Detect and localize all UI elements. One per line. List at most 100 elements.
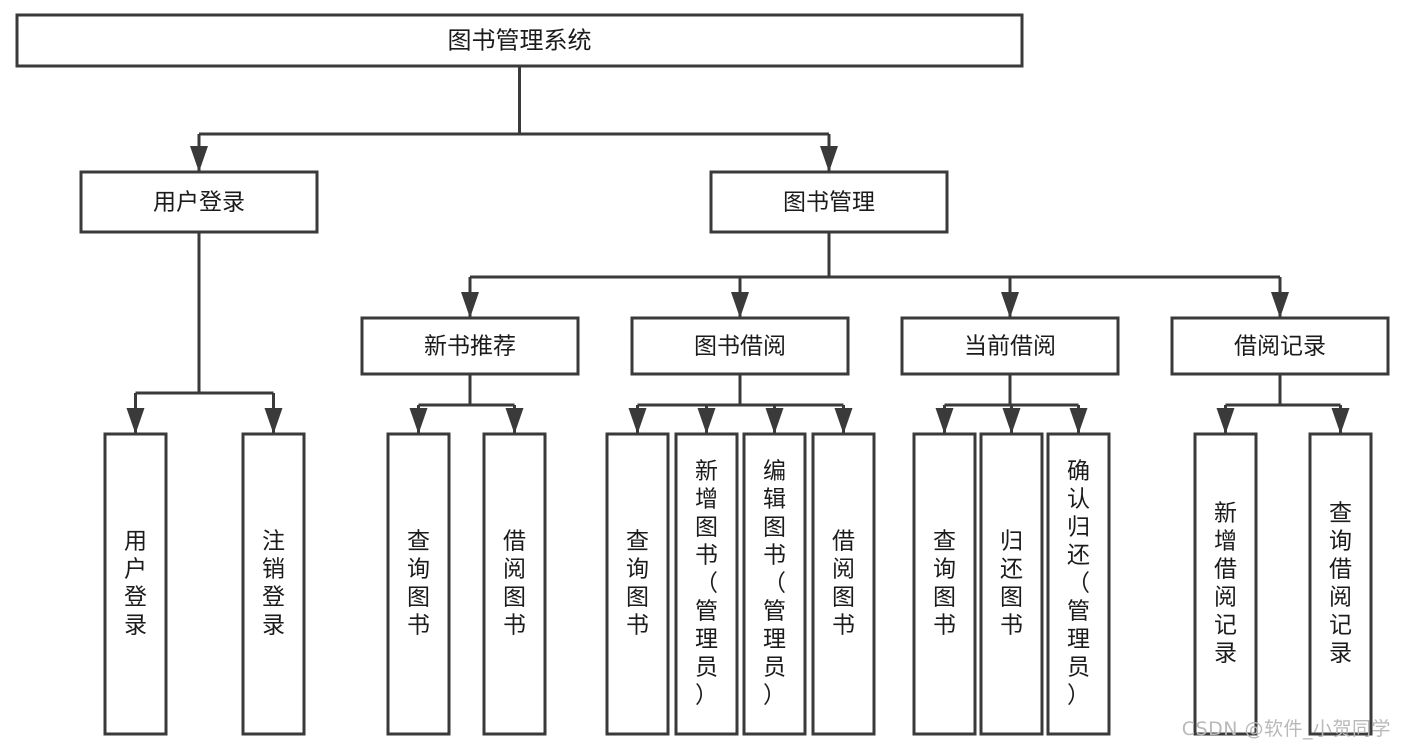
node-box-rect [15,13,1024,68]
arrow-head-icon-g3-1 [1331,408,1350,434]
node-label: 当前借阅 [964,334,1056,360]
node-label: 新书推荐 [424,334,516,360]
node-label-char: 用 [124,529,147,555]
arrow-head-icon-g1-1 [697,408,716,434]
node-label-char: 查 [407,529,430,555]
arrow-head-icon-g0-1 [505,408,524,434]
node-label-char: 新 [695,459,718,485]
arrow-head-icon-root-0 [190,146,208,172]
node-level2[interactable]: 图书管理 [709,170,949,234]
arrow-head-icon-books-1 [731,292,749,318]
node-level3[interactable]: 当前借阅 [900,316,1120,376]
node-box-rect [811,432,876,736]
node-label-char: 记 [1329,613,1352,639]
node-label-char: 书 [933,613,956,639]
node-label-char: 图 [407,585,430,611]
node-box-rect [630,316,850,376]
node-label-char: 询 [626,557,649,583]
node-box-rect [912,432,977,736]
node-label-char: 图 [695,515,718,541]
node-label-char: 阅 [503,557,526,583]
node-label-char: 询 [407,557,430,583]
node-root[interactable]: 图书管理系统 [15,13,1024,68]
node-box-rect [1046,432,1111,736]
node-box-rect [103,432,168,736]
node-level3[interactable]: 图书借阅 [630,316,850,376]
arrow-head-icon-books-2 [1001,292,1019,318]
arrow-head-icon-g2-1 [1002,408,1021,434]
node-label-char: ） [1067,683,1090,709]
node-label-char: （ [1067,571,1090,597]
node-box-rect [1308,432,1373,736]
node-label-char: 录 [1214,641,1237,667]
node-label-char: 查 [626,529,649,555]
node-label-char: 阅 [1329,585,1352,611]
node-label-char: 询 [1329,529,1352,555]
node-label-char: 图 [933,585,956,611]
node-label-char: 理 [1067,627,1090,653]
node-label-char: 理 [763,627,786,653]
node-label-char: 登 [124,585,147,611]
node-level3[interactable]: 借阅记录 [1170,316,1390,376]
node-label: 图书借阅 [694,334,786,360]
node-label-char: ） [695,683,718,709]
node-label-char: 书 [503,613,526,639]
node-level3[interactable]: 新书推荐 [360,316,580,376]
node-label: 借阅记录 [1234,334,1326,360]
arrow-head-icon-g1-3 [834,408,853,434]
node-label-char: 归 [1000,529,1023,555]
arrow-head-icon-g1-0 [628,408,647,434]
node-label-char: 阅 [832,557,855,583]
node-box-rect [605,432,670,736]
node-label-char: 编 [763,459,786,485]
node-label-char: 借 [503,529,526,555]
node-label-char: （ [695,571,718,597]
watermark-text: CSDN @软件_小贺同学 [1181,718,1391,740]
node-label: 图书管理系统 [448,27,592,55]
arrow-head-icon-g1-2 [765,408,784,434]
node-label-char: 增 [695,487,718,513]
node-label-char: 销 [262,557,285,583]
node-label-char: 图 [1000,585,1023,611]
node-label-char: 员 [695,655,718,681]
node-label-char: 管 [1067,599,1090,625]
node-label-char: 查 [1329,501,1352,527]
node-label-char: 图 [832,585,855,611]
node-label-char: 还 [1067,543,1090,569]
node-label-char: 户 [124,557,147,583]
node-label-char: 辑 [763,487,786,513]
node-label-char: 书 [407,613,430,639]
arrow-head-icon-login-1 [264,408,283,434]
arrow-head-icon-books-3 [1271,292,1289,318]
node-label-char: 注 [262,529,285,555]
node-label-char: 书 [626,613,649,639]
node-label-char: 管 [763,599,786,625]
node-label-char: 理 [695,627,718,653]
node-label-char: ） [763,683,786,709]
node-box-rect [482,432,547,736]
node-level2[interactable]: 用户登录 [79,170,319,234]
arrow-head-icon-g2-0 [935,408,954,434]
node-label-char: 图 [763,515,786,541]
node-label-char: 图 [503,585,526,611]
node-leaf[interactable]: 用户登录 [103,432,168,736]
node-box-rect [360,316,580,376]
node-label: 用户登录 [153,190,245,216]
node-label-char: 登 [262,585,285,611]
node-box-rect [1193,432,1258,736]
node-label-char: 书 [832,613,855,639]
node-label-char: 录 [262,613,285,639]
node-label-char: 书 [763,543,786,569]
